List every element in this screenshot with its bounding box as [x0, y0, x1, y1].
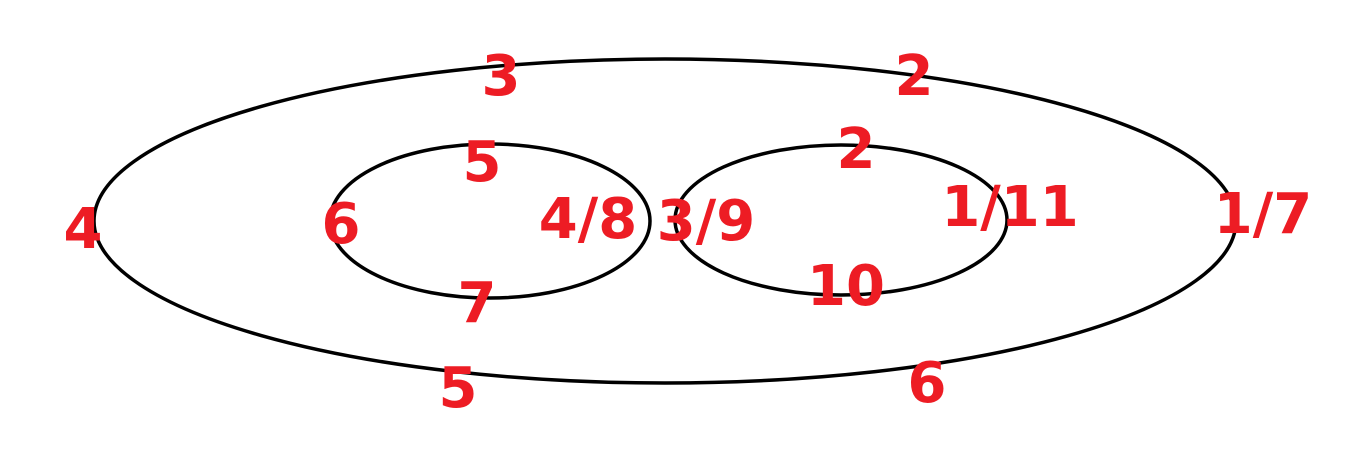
- right-right-label: 1/11: [941, 175, 1078, 240]
- left-right-label: 4/8: [539, 187, 637, 252]
- right-bottom-label: 10: [807, 254, 885, 319]
- outer-bottom-right-label: 6: [908, 351, 947, 416]
- outer-top-left-label: 3: [482, 44, 521, 109]
- outer-ellipse: [92, 57, 1238, 385]
- left-bottom-label: 7: [458, 271, 497, 336]
- outer-bottom-left-label: 5: [439, 356, 478, 421]
- outer-left-label: 4: [64, 197, 103, 262]
- right-top-label: 2: [837, 117, 876, 182]
- left-left-label: 6: [322, 192, 361, 257]
- outer-right-label: 1/7: [1214, 182, 1312, 247]
- outer-top-right-label: 2: [895, 44, 934, 109]
- right-inner-ellipse: [673, 143, 1009, 297]
- left-inner-ellipse: [328, 142, 652, 300]
- right-left-label: 3/9: [657, 189, 755, 254]
- left-top-label: 5: [463, 130, 502, 195]
